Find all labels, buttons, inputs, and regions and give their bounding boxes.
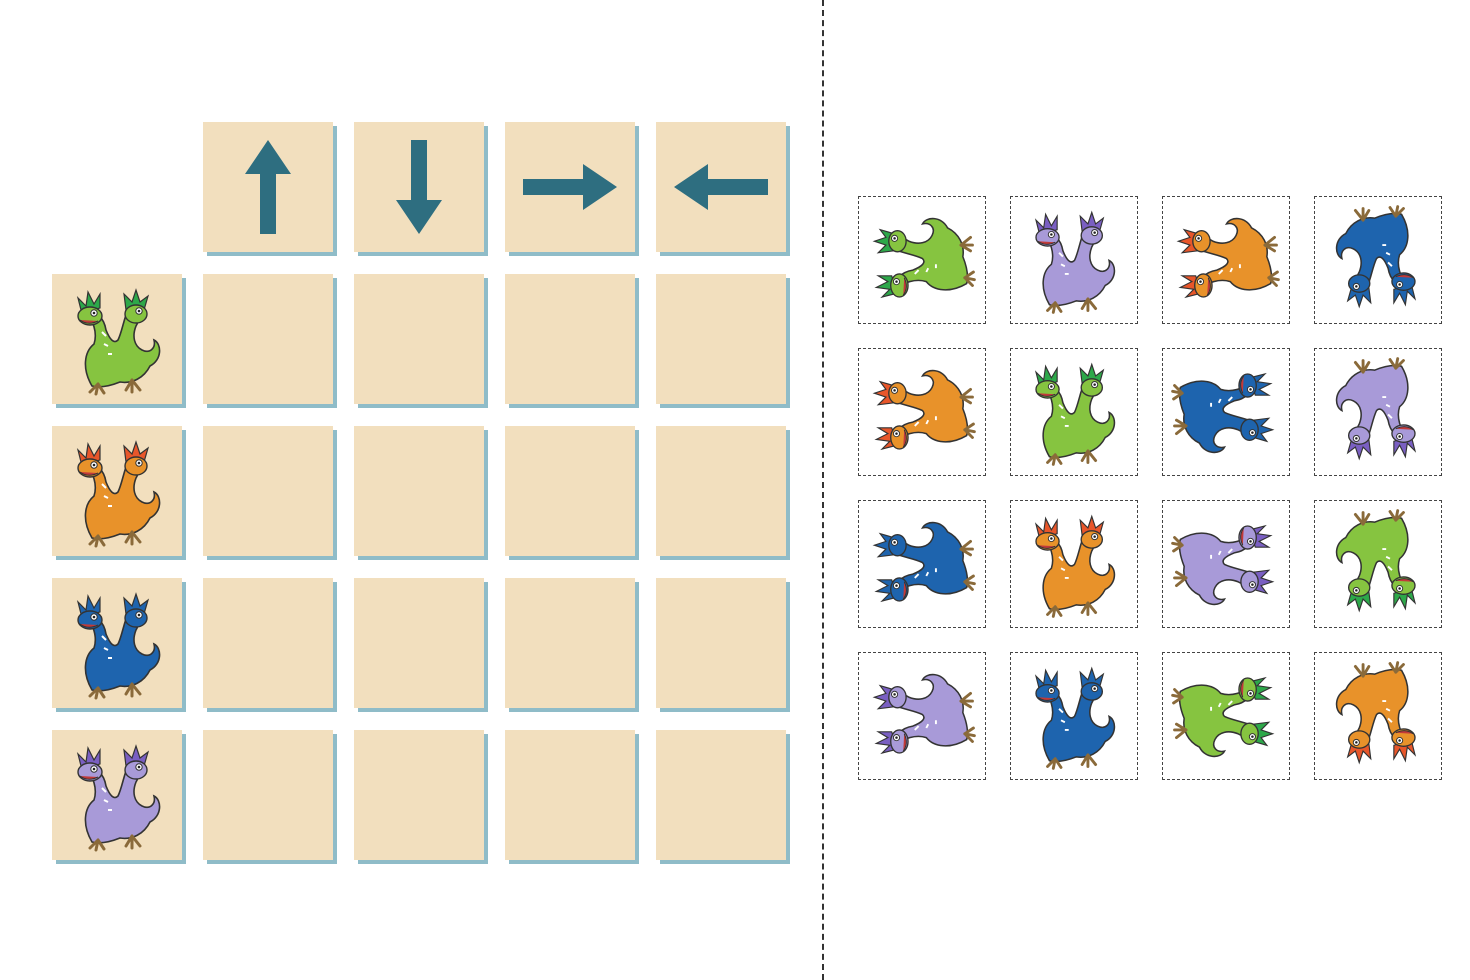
drop-slot[interactable]	[505, 426, 635, 556]
cut-line-divider	[822, 0, 824, 980]
cutout-card-orange-left[interactable]	[1162, 196, 1290, 324]
drop-slot[interactable]	[354, 578, 484, 708]
drop-slot[interactable]	[656, 426, 786, 556]
cutout-card-orange-down[interactable]	[1314, 652, 1442, 780]
drop-slot[interactable]	[505, 578, 635, 708]
cutout-card-blue-down[interactable]	[1314, 196, 1442, 324]
drop-slot[interactable]	[354, 274, 484, 404]
drop-slot[interactable]	[505, 730, 635, 860]
column-header-right	[505, 122, 635, 252]
cutout-card-green-down[interactable]	[1314, 500, 1442, 628]
drop-slot[interactable]	[203, 426, 333, 556]
cutout-card-orange-up[interactable]	[1010, 500, 1138, 628]
row-header-orange	[52, 426, 182, 556]
cutout-card-purple-down[interactable]	[1314, 348, 1442, 476]
cutout-card-purple-right[interactable]	[1162, 500, 1290, 628]
column-header-up	[203, 122, 333, 252]
column-header-left	[656, 122, 786, 252]
cutout-card-blue-up[interactable]	[1010, 652, 1138, 780]
drop-slot[interactable]	[656, 578, 786, 708]
cutout-card-purple-left[interactable]	[858, 652, 986, 780]
drop-slot[interactable]	[656, 274, 786, 404]
row-header-green	[52, 274, 182, 404]
cutout-card-green-left[interactable]	[858, 196, 986, 324]
drop-slot[interactable]	[203, 578, 333, 708]
drop-slot[interactable]	[505, 274, 635, 404]
column-header-down	[354, 122, 484, 252]
drop-slot[interactable]	[354, 730, 484, 860]
drop-slot[interactable]	[656, 730, 786, 860]
cutout-card-green-up[interactable]	[1010, 348, 1138, 476]
cutout-card-orange-left[interactable]	[858, 348, 986, 476]
cutout-card-purple-up[interactable]	[1010, 196, 1138, 324]
row-header-purple	[52, 730, 182, 860]
drop-slot[interactable]	[203, 730, 333, 860]
cutout-card-green-right[interactable]	[1162, 652, 1290, 780]
cutout-card-blue-right[interactable]	[1162, 348, 1290, 476]
drop-slot[interactable]	[354, 426, 484, 556]
row-header-blue	[52, 578, 182, 708]
drop-slot[interactable]	[203, 274, 333, 404]
cutout-card-blue-left[interactable]	[858, 500, 986, 628]
